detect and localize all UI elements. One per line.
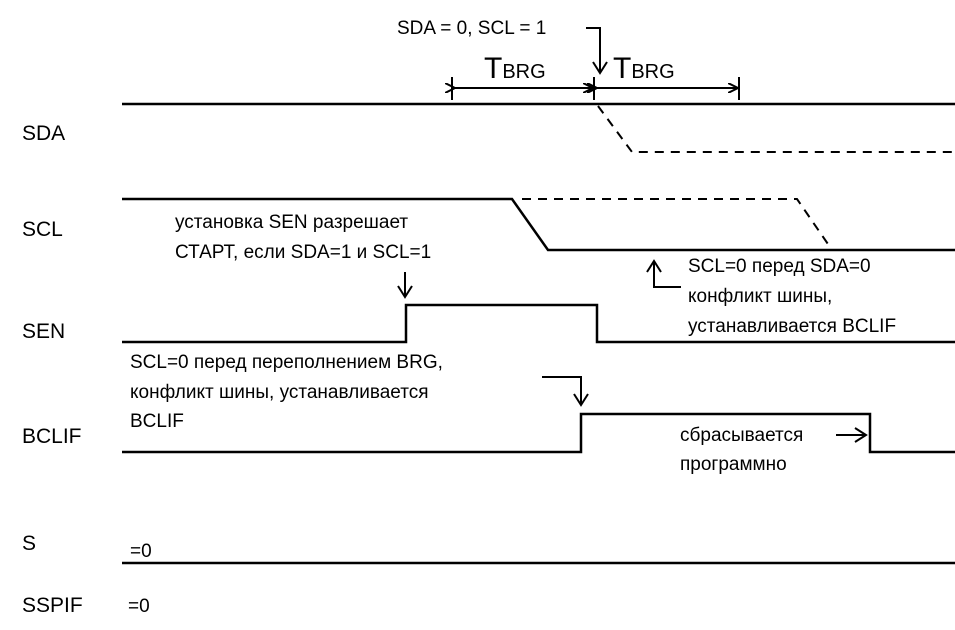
sda-expected-waveform — [597, 105, 955, 153]
sen-waveform — [122, 303, 955, 344]
signal-label-scl: SCL — [22, 218, 63, 241]
sen-start-annotation-line-1: установка SEN разрешает — [175, 212, 408, 233]
brg-conflict-annotation-line-2: конфликт шины, устанавливается — [130, 382, 429, 403]
brg-conflict-arrow-line — [542, 376, 582, 404]
cleared-annotation-line-2: программно — [680, 454, 787, 475]
scl-conflict-arrow-line — [653, 261, 681, 288]
s-value: =0 — [130, 541, 152, 562]
brg-conflict-arrowhead — [573, 393, 589, 407]
brg-conflict-annotation-line-3: BCLIF — [130, 411, 184, 432]
signal-label-sda: SDA — [22, 122, 65, 145]
sspif-value: =0 — [128, 596, 150, 617]
cleared-arrowhead — [854, 427, 868, 443]
scl-waveform — [122, 197, 955, 252]
scl-conflict-annotation-line-2: конфликт шины, — [688, 286, 832, 307]
start-condition-arrowhead — [592, 61, 608, 75]
sen-start-arrowhead — [397, 285, 413, 299]
signal-label-sspif: SSPIF — [22, 594, 83, 617]
start-condition-arrow-line — [586, 27, 601, 72]
signal-label-bclif: BCLIF — [22, 425, 82, 448]
scl-conflict-annotation-line-3: устанавливается BCLIF — [688, 316, 896, 337]
scl-conflict-arrowhead — [646, 259, 662, 273]
cleared-annotation-line-1: сбрасывается — [680, 425, 803, 446]
sen-start-annotation-line-2: СТАРТ, если SDA=1 и SCL=1 — [175, 242, 431, 263]
brg-conflict-annotation-line-1: SCL=0 перед переполнением BRG, — [130, 352, 443, 373]
tbrg-label-2: TBRG — [613, 52, 675, 85]
scl-conflict-annotation-line-1: SCL=0 перед SDA=0 — [688, 256, 871, 277]
scl-expected-waveform — [522, 198, 831, 248]
start-condition-label: SDA = 0, SCL = 1 — [397, 18, 546, 39]
tbrg-label-1: TBRG — [484, 52, 546, 85]
bclif-waveform — [122, 412, 955, 454]
signal-label-s: S — [22, 532, 36, 555]
signal-label-sen: SEN — [22, 320, 65, 343]
